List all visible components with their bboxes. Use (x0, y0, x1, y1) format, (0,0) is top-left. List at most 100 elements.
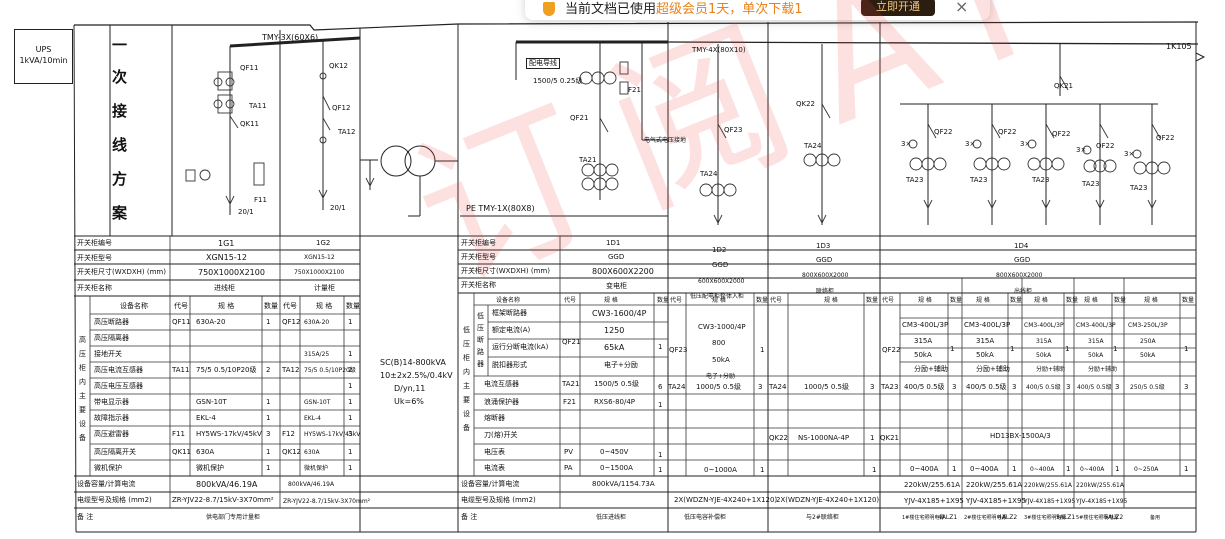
d4-breaker-qty: 1 (950, 345, 955, 353)
transformer-model: SC(B)14-800kVA (380, 358, 446, 367)
shield-icon (543, 2, 555, 16)
g1-note: 供电部门专用计量柜 (206, 514, 261, 521)
table-cell: EKL-4 (196, 414, 216, 422)
d1-no: 1D1 (606, 239, 621, 247)
notice-highlight-link[interactable]: 超级会员1天，单次下载1 (656, 2, 803, 17)
table-cell: 75/5 0.5/10P20级 (304, 367, 356, 374)
qf22-d-label: QF22 (1096, 142, 1115, 150)
close-icon[interactable]: × (955, 0, 969, 16)
table-cell: EKL-4 (304, 415, 321, 422)
right-row-label-type: 开关柜型号 (461, 253, 496, 261)
d4-breaker-cell: 315A (914, 337, 933, 345)
d4-breaker-cell: 50kA (1140, 352, 1156, 359)
d4-capacity: 220kW/255.61A (1024, 482, 1072, 489)
d2-type: GGD (712, 261, 729, 269)
left-section-char-6: 要 (79, 406, 86, 414)
right-col-header: 规 格 (824, 297, 838, 304)
ta24b-label: TA24 (804, 142, 822, 150)
g1-name: 进线柜 (214, 284, 235, 292)
right-col-header: 数量 (657, 297, 670, 304)
ta23-e-label: TA23 (1130, 184, 1148, 192)
d4-breaker-cell: 50kA (914, 351, 932, 359)
d1-breaker-break: 65kA (604, 343, 625, 352)
d1-capacity: 800kVA/1154.73A (592, 480, 655, 488)
d1-type: GGD (608, 253, 625, 261)
d4-ct-spec: 250/5 0.5级 (1130, 384, 1165, 391)
ups-label: UPS (35, 45, 52, 54)
d4-amp-spec: 0~400A (1030, 466, 1055, 473)
right-section-char-6: 要 (463, 396, 470, 404)
d1-breaker-qty: 1 (658, 343, 663, 351)
three-a-label: 3× (901, 140, 912, 148)
arrester-label: 电气式电压接地 (644, 137, 687, 144)
right-col-header: 数量 (1010, 297, 1023, 304)
right-col-header: 数量 (756, 297, 769, 304)
membership-notice-bar: 当前文档已使用超级会员1天，单次下载1 立即开通 × (525, 0, 990, 20)
breaker-item: 运行分断电流(kA) (492, 343, 549, 351)
ct-ratio-label: 20/1 (238, 208, 254, 216)
d4-amp-spec: 0~400A (910, 465, 939, 473)
right-cap-label: 设备容量/计算电流 (461, 480, 520, 488)
table-cell: 1 (348, 414, 353, 422)
table-cell: 2 (348, 366, 353, 374)
spd-row-label: 浪涌保护器 (484, 398, 519, 406)
transformer-group: D/yn,11 (394, 384, 426, 393)
d4-capacity: 220kW/255.61A (904, 481, 960, 489)
d4-note-code: 5ALZ2 (1104, 514, 1124, 521)
d4-note: 5#楼住宅照明电源 (1076, 515, 1119, 521)
d4-ct-qty: 3 (1012, 383, 1017, 391)
d1-size: 800X600X2200 (592, 267, 654, 276)
d4-breaker-cell: 50kA (976, 351, 994, 359)
d2-breaker-qty: 1 (760, 346, 765, 354)
left-row-label-no: 开关柜编号 (77, 239, 112, 247)
qk21-label: QK21 (1054, 82, 1074, 90)
table-cell: 1 (348, 382, 353, 390)
d4-breaker-cell: 250A (1140, 338, 1156, 345)
d4-breaker-cell: CM3-400L/3P (964, 321, 1011, 329)
right-col-header: 代号 (564, 297, 577, 304)
g1-cable: ZR-YJV22-8.7/15kV-3X70mm² (172, 496, 274, 504)
d2-breaker-model: CW3-1000/4P (698, 323, 746, 331)
d2-ct-qty: 3 (758, 383, 763, 391)
d2-breaker-trip: 电子+分励 (706, 373, 736, 380)
table-cell: 630A (304, 449, 320, 456)
d4-ct-spec: 400/5 0.5级 (966, 383, 1007, 391)
right-col-header: 数量 (1182, 297, 1195, 304)
d4-ct-code: TA23 (881, 383, 899, 391)
table-cell: QK11 (172, 448, 192, 456)
table-cell: 带电显示器 (94, 398, 129, 406)
table-cell: 1 (266, 464, 271, 472)
d4-note: 1#楼住宅照明电源 (902, 515, 945, 521)
right-section-char-8: 备 (463, 424, 470, 432)
d4-breaker-cell: 315A (976, 337, 995, 345)
g2-no: 1G2 (316, 239, 331, 247)
mid-bus-label: TMY-4X(80X10) (692, 46, 746, 54)
left-col-header: 代号 (174, 302, 188, 310)
table-cell: TA12 (282, 366, 300, 374)
table-cell: HY5WS-17kV/45kV (304, 431, 361, 438)
left-foot-label: 设备容量/计算电流 (77, 480, 136, 488)
d4-breaker-cell: CM3-400L/3P (902, 321, 949, 329)
title-char-4: 线 (112, 136, 128, 154)
d3-cable: 2X(WDZN-YJE-4X240+1X120) (776, 496, 880, 504)
d2-size: 600X600X2000 (698, 278, 745, 285)
d4-ct-spec: 400/5 0.5级 (904, 383, 945, 391)
right-col-header: 规 格 (1034, 297, 1048, 304)
d4-name: 出线柜 (1014, 288, 1033, 295)
spd-qty: 1 (658, 401, 663, 409)
ta23-d-label: TA23 (1082, 180, 1100, 188)
open-membership-button[interactable]: 立即开通 (861, 0, 935, 16)
d1-ct-spec: 1500/5 0.5级 (594, 380, 639, 388)
d4-amp-qty: 1 (1115, 465, 1120, 473)
left-section-char-8: 备 (79, 434, 86, 442)
d4-breaker-qty: 1 (1010, 345, 1015, 353)
amp-row-label: 电流表 (484, 464, 505, 472)
left-section-char-7: 设 (79, 420, 86, 428)
d3-switch-spec: NS-1000NA-4P (798, 434, 850, 442)
right-section-char-5: 主 (463, 382, 470, 390)
three-e-label: 3× (1124, 150, 1135, 158)
d1-ct-code: TA21 (562, 380, 580, 388)
d4-ct-qty: 3 (1115, 383, 1120, 391)
d1-breaker-rating: 1250 (604, 326, 625, 335)
ta21-label: TA21 (579, 156, 597, 164)
